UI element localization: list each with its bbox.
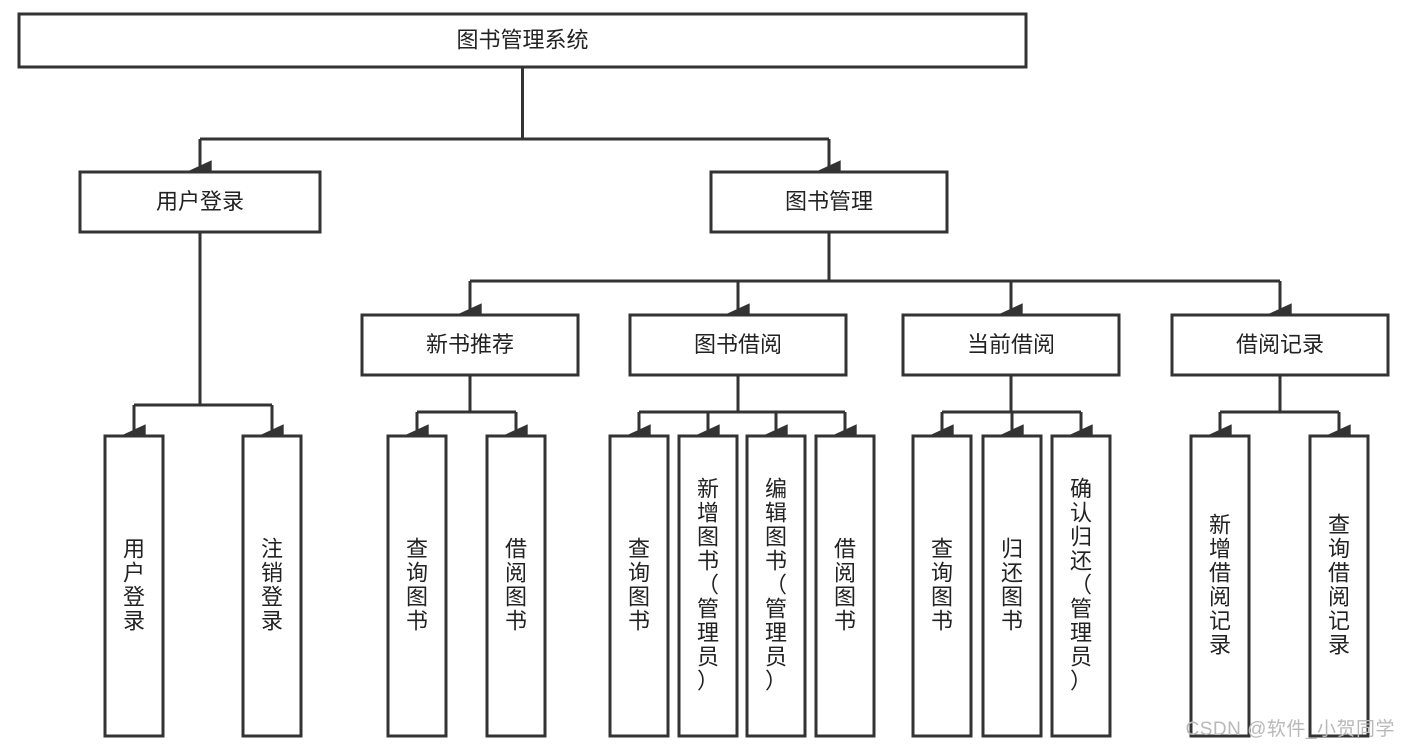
node-box-leaf-add-borrow-record [1189,434,1251,738]
node-label-leaf-borrow-book: 借阅图书 [834,537,856,634]
node-label-leaf-edit-book-admin: 编辑图书（管理员） [765,477,787,694]
node-box-leaf-query-borrow-record [1308,434,1370,738]
node-box-leaf-edit-book-admin [745,434,807,738]
node-label-book-borrow: 图书借阅 [694,332,782,357]
node-label-root: 图书管理系统 [456,27,588,52]
node-box-borrow-record [1170,313,1390,377]
nodes-layer: 图书管理系统用户登录图书管理新书推荐图书借阅当前借阅借阅记录用户登录注销登录查询… [17,12,1390,738]
edge-group-book-borrow [627,375,857,446]
node-box-leaf-rec-borrow-book [485,434,547,738]
edge-group-user-login [122,232,284,446]
node-label-leaf-cur-query-book: 查询图书 [931,537,953,634]
node-root[interactable]: 图书管理系统 [17,12,1028,69]
edge-group-borrow-record [1208,375,1351,446]
node-label-user-login: 用户登录 [156,189,244,214]
node-leaf-cur-query-book[interactable]: 查询图书 [911,434,973,738]
node-leaf-query-borrow-record[interactable]: 查询借阅记录 [1308,434,1370,738]
node-current-borrow[interactable]: 当前借阅 [901,313,1121,377]
node-leaf-return-book[interactable]: 归还图书 [981,434,1043,738]
node-label-leaf-return-book: 归还图书 [1001,537,1023,634]
node-label-leaf-rec-borrow-book: 借阅图书 [505,537,527,634]
node-leaf-rec-borrow-book[interactable]: 借阅图书 [485,434,547,738]
node-box-book-manage [709,170,949,234]
node-label-leaf-add-book-admin: 新增图书（管理员） [697,477,719,694]
node-label-leaf-confirm-return-admin: 确认归还（管理员） [1070,477,1092,694]
node-user-login[interactable]: 用户登录 [78,170,322,234]
node-label-leaf-user-login: 用户登录 [123,537,145,634]
node-box-leaf-logout [241,434,303,738]
node-box-user-login [78,170,322,234]
node-box-root [17,12,1028,69]
node-label-leaf-borrow-query-book: 查询图书 [628,537,650,634]
node-book-manage[interactable]: 图书管理 [709,170,949,234]
node-label-book-manage: 图书管理 [785,189,873,214]
node-leaf-borrow-query-book[interactable]: 查询图书 [608,434,670,738]
node-leaf-add-borrow-record[interactable]: 新增借阅记录 [1189,434,1251,738]
node-label-new-book-rec: 新书推荐 [426,332,514,357]
node-box-book-borrow [628,313,848,377]
node-borrow-record[interactable]: 借阅记录 [1170,313,1390,377]
edge-group-new-book-rec [405,375,528,446]
node-label-leaf-add-borrow-record: 新增借阅记录 [1209,513,1231,658]
node-label-leaf-logout: 注销登录 [261,537,283,634]
node-label-leaf-rec-query-book: 查询图书 [406,537,428,634]
edge-group-book-manage [458,232,1292,325]
node-new-book-rec[interactable]: 新书推荐 [360,313,580,377]
node-book-borrow[interactable]: 图书借阅 [628,313,848,377]
edge-group-current-borrow [930,375,1093,446]
node-box-leaf-confirm-return-admin [1050,434,1112,738]
node-box-leaf-borrow-book [814,434,876,738]
edges-layer [122,67,1351,446]
node-label-borrow-record: 借阅记录 [1236,332,1324,357]
node-leaf-user-login[interactable]: 用户登录 [103,434,165,738]
node-label-leaf-query-borrow-record: 查询借阅记录 [1328,513,1350,658]
edge-group-root [188,67,841,182]
node-box-current-borrow [901,313,1121,377]
node-box-leaf-add-book-admin [677,434,739,738]
node-leaf-confirm-return-admin[interactable]: 确认归还（管理员） [1050,434,1112,738]
node-box-leaf-cur-query-book [911,434,973,738]
node-box-new-book-rec [360,313,580,377]
node-leaf-rec-query-book[interactable]: 查询图书 [386,434,448,738]
node-leaf-logout[interactable]: 注销登录 [241,434,303,738]
node-leaf-edit-book-admin[interactable]: 编辑图书（管理员） [745,434,807,738]
node-box-leaf-user-login [103,434,165,738]
node-box-leaf-rec-query-book [386,434,448,738]
node-box-leaf-return-book [981,434,1043,738]
node-leaf-add-book-admin[interactable]: 新增图书（管理员） [677,434,739,738]
node-box-leaf-borrow-query-book [608,434,670,738]
node-label-current-borrow: 当前借阅 [967,332,1055,357]
node-leaf-borrow-book[interactable]: 借阅图书 [814,434,876,738]
